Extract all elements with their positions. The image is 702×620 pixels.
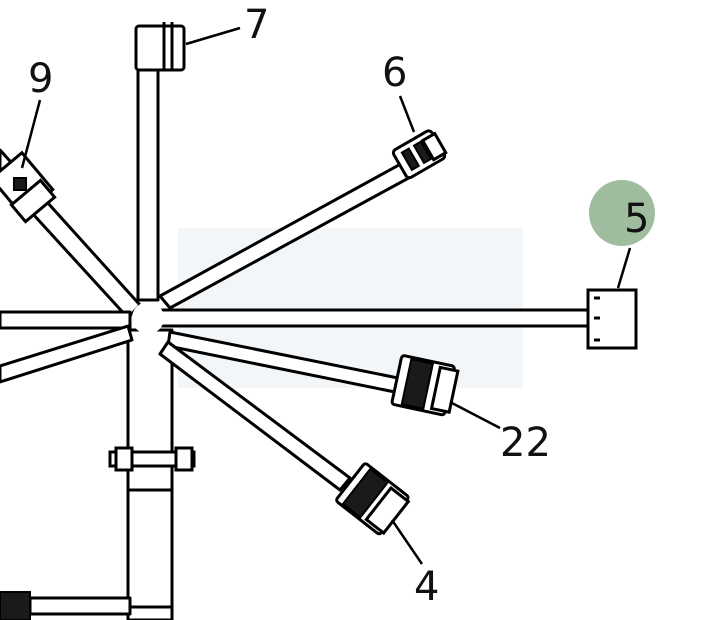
connector-7 bbox=[134, 22, 186, 72]
trunk-vertical bbox=[126, 60, 174, 620]
leader-22 bbox=[449, 400, 501, 430]
callout-7: 7 bbox=[244, 2, 269, 48]
leader-7 bbox=[185, 26, 241, 46]
leader-5 bbox=[616, 247, 632, 289]
trunk-clamp bbox=[108, 446, 196, 472]
callout-6: 6 bbox=[382, 50, 407, 96]
branch-9 bbox=[0, 148, 142, 320]
highlight-circle-5 bbox=[589, 180, 655, 246]
branch-4 bbox=[158, 340, 411, 536]
leader-6 bbox=[398, 95, 416, 133]
harness-hub bbox=[132, 302, 164, 334]
callout-4: 4 bbox=[414, 564, 439, 610]
branch-6 bbox=[158, 129, 448, 310]
leader-4 bbox=[390, 519, 424, 565]
callout-9: 9 bbox=[28, 56, 53, 102]
callout-5: 5 bbox=[624, 196, 649, 242]
leader-9 bbox=[20, 99, 42, 169]
branch-bottom-left bbox=[0, 591, 132, 620]
branch-left bbox=[0, 310, 134, 384]
callout-22: 22 bbox=[500, 420, 551, 466]
watermark bbox=[178, 228, 523, 388]
